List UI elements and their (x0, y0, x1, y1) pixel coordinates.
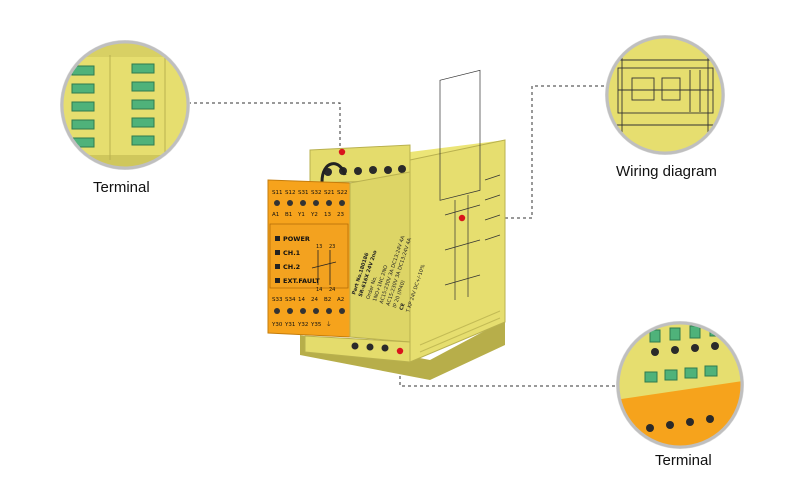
cable-loop-icon (320, 162, 347, 183)
zoom-terminal-bottom (616, 321, 744, 449)
svg-text:Y1: Y1 (297, 212, 305, 218)
svg-text:S34: S34 (285, 297, 296, 303)
svg-text:S22: S22 (337, 190, 348, 196)
svg-text:CH.1: CH.1 (283, 249, 301, 257)
lower-screws (351, 342, 389, 352)
svg-text:S11: S11 (272, 190, 283, 196)
svg-text:24: 24 (311, 297, 318, 303)
svg-text:A2: A2 (337, 297, 344, 303)
svg-text:S31: S31 (298, 190, 309, 196)
callout-label-wiring-diagram: Wiring diagram (616, 163, 717, 180)
terminal-slots-top (71, 63, 155, 148)
svg-text:Y30: Y30 (271, 322, 283, 328)
zoom-wiring-diagram (605, 35, 725, 155)
svg-text:A1: A1 (272, 212, 279, 218)
svg-text:Y32: Y32 (297, 322, 308, 328)
svg-text:14: 14 (316, 287, 322, 293)
svg-text:Y35: Y35 (310, 322, 322, 328)
callout-lines (188, 85, 617, 387)
svg-text:14: 14 (298, 297, 305, 303)
svg-text:⏚: ⏚ (326, 321, 332, 328)
zoom-terminal-top (60, 40, 190, 170)
marker-wiring (458, 214, 466, 222)
svg-text:CE: CE (399, 302, 407, 311)
svg-text:23: 23 (329, 244, 335, 250)
side-ribs (419, 310, 501, 353)
svg-text:S12: S12 (285, 190, 296, 196)
callout-line-terminal-top (188, 102, 341, 150)
side-wiring-diagram (439, 69, 501, 300)
svg-text:13: 13 (316, 244, 322, 250)
svg-text:EXT.FAULT: EXT.FAULT (283, 277, 320, 285)
svg-text:13: 13 (324, 212, 331, 218)
led-panel (269, 223, 349, 289)
svg-text:S33: S33 (272, 297, 283, 303)
svg-text:B2: B2 (324, 297, 331, 303)
marker-terminal-bottom (396, 347, 404, 355)
marker-terminal-top (338, 148, 346, 156)
contact-labels: 13 23 14 24 (316, 244, 335, 293)
svg-text:B1: B1 (285, 212, 292, 218)
svg-text:Y31: Y31 (284, 322, 295, 328)
callout-line-wiring (463, 85, 607, 219)
svg-text:23: 23 (337, 212, 344, 218)
lower-terminal-block (304, 335, 411, 363)
callout-markers (338, 148, 466, 355)
callout-label-terminal-top: Terminal (93, 179, 150, 196)
svg-text:Y2: Y2 (310, 212, 318, 218)
bottom-terminal-labels: S33 S34 14 24 B2 A2 Y30 Y31 Y32 Y35 ⏚ (271, 297, 344, 328)
top-terminal-labels: S11 S12 S31 S32 S21 S22 A1 B1 Y1 Y2 13 2… (272, 190, 348, 218)
svg-text:24: 24 (329, 287, 335, 293)
svg-text:S32: S32 (311, 190, 322, 196)
contact-symbol (311, 250, 337, 285)
top-screw-row (274, 200, 345, 206)
callout-label-terminal-bottom: Terminal (655, 452, 712, 469)
safety-relay-device: S11 S12 S31 S32 S21 S22 A1 B1 Y1 Y2 13 2… (267, 69, 506, 380)
svg-text:S21: S21 (324, 190, 335, 196)
bottom-screw-row (274, 308, 345, 314)
svg-text:POWER: POWER (283, 235, 310, 243)
device-shadow (300, 320, 505, 380)
led-labels: POWER CH.1 CH.2 EXT.FAULT (275, 235, 320, 285)
svg-text:CH.2: CH.2 (283, 263, 300, 271)
